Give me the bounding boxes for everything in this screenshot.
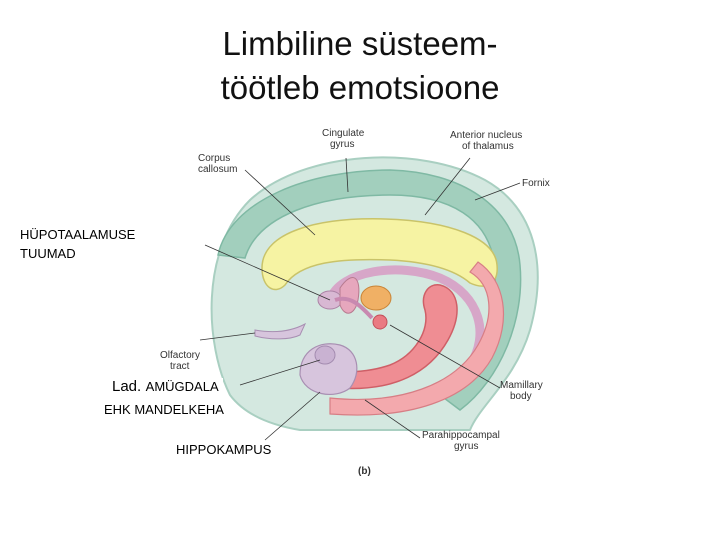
olfactory-tract: [254, 322, 307, 340]
fornix-column: [334, 296, 374, 320]
label-cingulate-gyrus: Cingulate gyrus: [322, 128, 364, 150]
figure-panel-label: (b): [358, 466, 371, 477]
annotation-amygdala-alt: EHK MANDELKEHA: [100, 402, 228, 417]
label-mamillary-line-1: Mamillary: [500, 380, 543, 391]
label-parahippocampal-line-1: Parahippocampal: [422, 430, 500, 441]
label-anterior-line-2: of thalamus: [462, 141, 514, 152]
annotation-hypothalamus-line-1: HÜPOTAALAMUSE: [20, 227, 136, 242]
annotation-hypothalamus: HÜPOTAALAMUSE TUUMAD: [20, 225, 135, 263]
thalamus: [360, 285, 392, 311]
label-anterior-nucleus: Anterior nucleus of thalamus: [450, 130, 522, 152]
label-olfactory-line-2: tract: [170, 361, 190, 372]
mamillary-body: [372, 314, 388, 330]
label-corpus-callosum: Corpus callosum: [198, 153, 237, 175]
label-fornix: Fornix: [522, 178, 550, 189]
label-cingulate-line-1: Cingulate: [322, 128, 365, 139]
label-parahippocampal-gyrus: Parahippocampal gyrus: [422, 430, 500, 452]
label-mamillary-line-2: body: [510, 391, 532, 402]
hippocampus: [337, 284, 458, 390]
title-line-1: Limbiline süsteem-: [222, 25, 498, 62]
amygdala: [299, 343, 358, 396]
label-mamillary-body: Mamillary body: [500, 380, 543, 402]
label-parahippocampal-line-2: gyrus: [454, 441, 479, 452]
annotation-amygdala-text: AMÜGDALA: [145, 379, 219, 394]
label-olfactory-tract: Olfactory tract: [160, 350, 200, 372]
label-cingulate-line-2: gyrus: [330, 139, 355, 150]
parahippocampal-band: [329, 261, 505, 416]
leader-lines: [199, 157, 521, 441]
annotation-hippocampus: HIPPOKAMPUS: [176, 442, 272, 457]
label-corpus-line-1: Corpus: [198, 153, 231, 164]
label-anterior-line-1: Anterior nucleus: [450, 130, 523, 141]
annotation-hypothalamus-line-2: TUUMAD: [20, 246, 76, 261]
title-line-2: töötleb emotsioone: [220, 69, 500, 106]
slide-title: Limbiline süsteem- töötleb emotsioone: [150, 22, 570, 110]
amygdala-nucleus: [314, 345, 336, 365]
annotation-amygdala: Lad. AMÜGDALA: [108, 378, 223, 396]
cingulate-gyrus: [217, 169, 522, 411]
label-olfactory-line-1: Olfactory: [160, 350, 201, 361]
label-corpus-line-2: callosum: [198, 164, 238, 175]
annotation-amygdala-prefix: Lad.: [112, 378, 142, 395]
corpus-callosum: [261, 218, 498, 291]
